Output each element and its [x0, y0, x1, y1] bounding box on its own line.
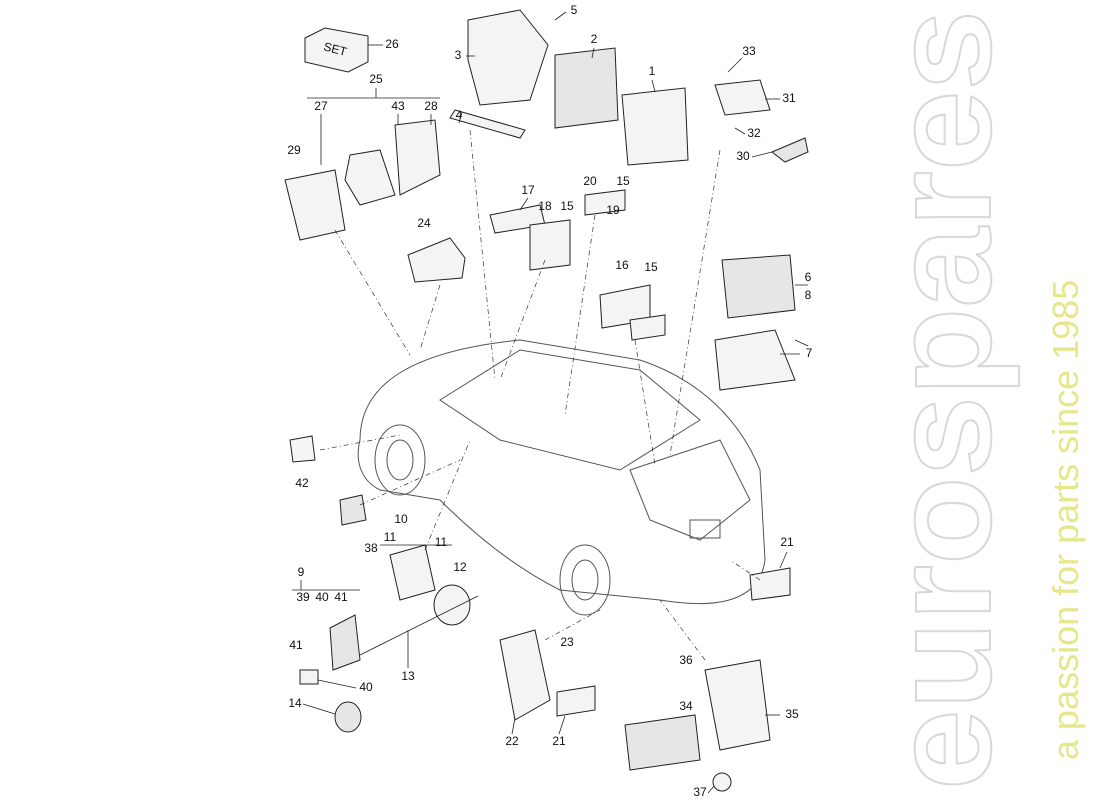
callout-8: 8: [805, 288, 812, 302]
bracket-part-3: [467, 9, 549, 106]
callout-15: 15: [644, 260, 658, 274]
part-21b: [749, 567, 791, 601]
callout-32: 32: [747, 126, 761, 140]
callout-2: 2: [591, 32, 598, 46]
cable-13: [359, 595, 479, 656]
part-38: [339, 494, 367, 526]
callout-23: 23: [560, 635, 574, 649]
callout-43: 43: [391, 99, 405, 113]
callout-9: 9: [298, 565, 305, 579]
callout-10: 10: [394, 512, 408, 526]
control-unit-6: [721, 254, 796, 319]
callout-36: 36: [679, 653, 693, 667]
part-24: [407, 237, 466, 283]
callout-15: 15: [616, 174, 630, 188]
cover-29: [284, 169, 346, 241]
callout-6: 6: [805, 270, 812, 284]
bracket-22: [499, 629, 551, 721]
callout-27: 27: [314, 99, 328, 113]
callout-19: 19: [606, 203, 620, 217]
part-40: [299, 669, 319, 685]
callout-26: 26: [385, 37, 399, 51]
plate-4: [449, 109, 526, 139]
callout-11: 11: [384, 530, 397, 544]
callout-5: 5: [571, 3, 578, 17]
key-9: [329, 614, 361, 671]
callout-13: 13: [401, 669, 415, 683]
callout-14: 14: [288, 696, 302, 710]
part-31: [714, 79, 771, 116]
callout-7: 7: [806, 346, 813, 360]
set-label: SET: [322, 39, 349, 59]
part-14: [334, 701, 362, 733]
part-15a: [529, 219, 571, 271]
callout-34: 34: [679, 699, 693, 713]
callout-15: 15: [560, 199, 574, 213]
callout-37: 37: [693, 785, 707, 799]
callout-21: 21: [552, 734, 566, 748]
callout-21: 21: [780, 535, 794, 549]
callout-1: 1: [649, 64, 656, 78]
callout-22: 22: [505, 734, 519, 748]
location-lines: [319, 129, 761, 661]
watermark-tagline: a passion for parts since 1985: [1045, 280, 1086, 760]
callout-38: 38: [364, 541, 378, 555]
watermark: eurospares a passion for parts since 198…: [862, 9, 1086, 791]
callout-30: 30: [736, 149, 750, 163]
callout-28: 28: [424, 99, 438, 113]
callout-4: 4: [456, 108, 463, 122]
part-30: [771, 137, 809, 163]
callout-16: 16: [615, 258, 629, 272]
set-box: SET: [304, 27, 369, 73]
callout-40: 40: [315, 590, 329, 604]
callout-12: 12: [453, 560, 467, 574]
callout-35: 35: [785, 707, 799, 721]
callout-24: 24: [417, 216, 431, 230]
control-unit-2: [554, 47, 619, 129]
module-34: [624, 714, 701, 771]
part-15b: [584, 189, 626, 216]
bracket-7: [714, 329, 796, 391]
callout-3: 3: [455, 48, 462, 62]
callout-40: 40: [359, 680, 373, 694]
bracket-35: [704, 659, 771, 751]
part-21a: [556, 685, 596, 717]
callout-42: 42: [295, 476, 309, 490]
callout-41: 41: [289, 638, 303, 652]
callout-17: 17: [521, 183, 535, 197]
callout-20: 20: [583, 174, 597, 188]
callout-25: 25: [369, 72, 383, 86]
callout-31: 31: [782, 91, 796, 105]
control-unit-1: [621, 87, 689, 166]
part-15c: [629, 314, 666, 341]
part-10: [389, 544, 436, 601]
part-37: [712, 772, 732, 792]
ring-12: [433, 584, 471, 626]
bracket-43: [394, 119, 441, 196]
parts: SET: [284, 9, 809, 792]
callout-18: 18: [538, 199, 552, 213]
callout-29: 29: [287, 143, 301, 157]
callout-11: 11: [435, 535, 448, 549]
leader-lines: [292, 11, 809, 794]
callout-41: 41: [334, 590, 348, 604]
sensor-25: [344, 149, 396, 206]
watermark-brand: eurospares: [863, 10, 1020, 790]
part-42: [289, 435, 316, 463]
callouts: 26 5 3 2 1 33 31 32 30 25 27 43 28 4 29 …: [287, 3, 812, 799]
callout-39: 39: [296, 590, 310, 604]
callout-33: 33: [742, 44, 756, 58]
